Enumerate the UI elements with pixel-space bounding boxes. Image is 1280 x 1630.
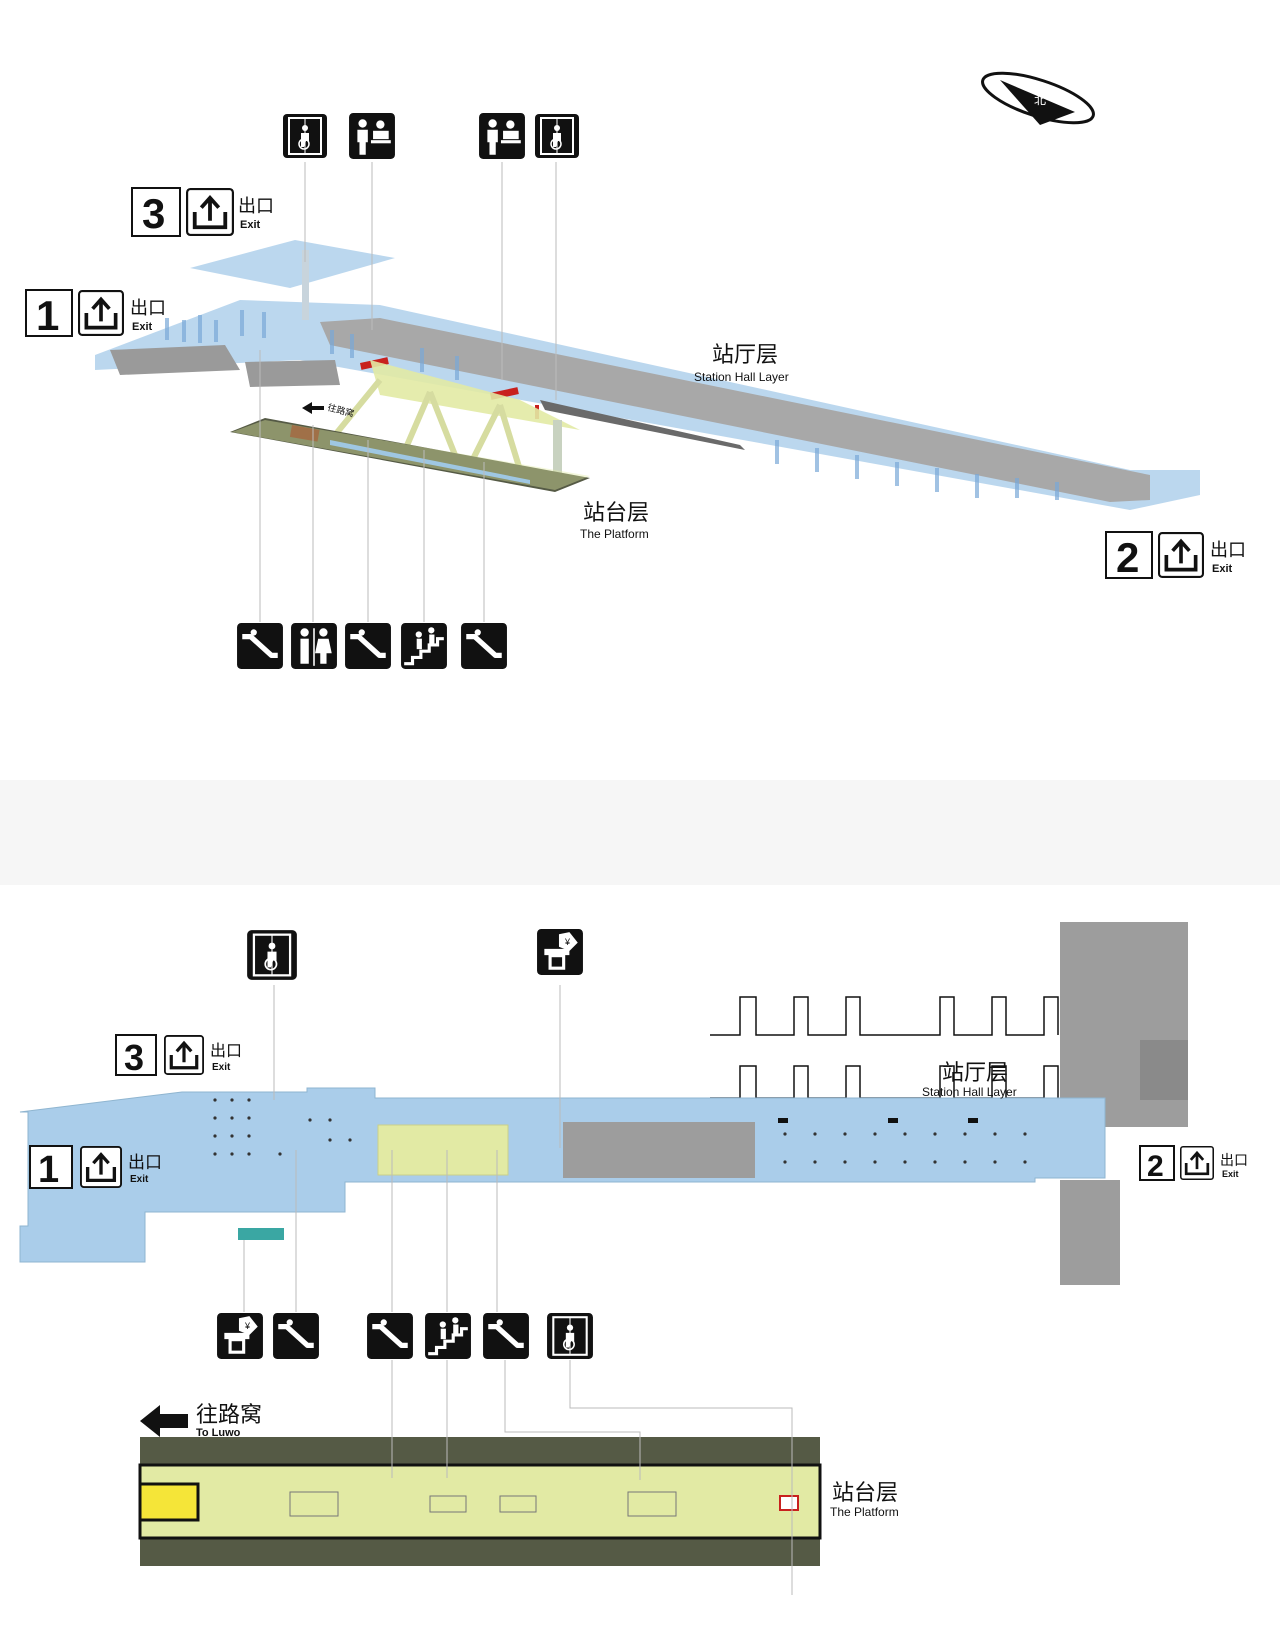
- callout-lines: [259, 162, 557, 622]
- escalator-icon: [237, 623, 283, 669]
- plan-exit-2-sign: 2 出口 Exit: [1139, 1145, 1248, 1183]
- plan-exit-3-sign: 3 出口 Exit: [115, 1034, 242, 1078]
- exit-arrow-icon: [80, 1146, 122, 1188]
- platform-floor: [138, 1437, 822, 1566]
- plan-exit-2-cn: 出口: [1220, 1153, 1248, 1169]
- direction-marker: 往路窝: [302, 401, 355, 420]
- hall-layer-label: 站厅层 Station Hall Layer: [694, 343, 789, 384]
- compass: 北: [981, 71, 1095, 125]
- platform-layer-cn: 站台层: [583, 501, 649, 526]
- ticket-machine-icon: ¥: [217, 1313, 263, 1359]
- elevator-icon: [546, 1312, 594, 1360]
- stairs-icon: [400, 622, 448, 670]
- hall-layer-en: Station Hall Layer: [694, 370, 789, 384]
- service-center-icon: [479, 113, 525, 159]
- plan-exit-1-sign: 1 出口 Exit: [29, 1145, 162, 1191]
- plan-exit-1-en: Exit: [130, 1174, 149, 1185]
- elevator-icon: [246, 928, 298, 982]
- plan-direction-marker: 往路窝 To Luwo: [140, 1403, 262, 1439]
- ticket-symbol: ¥: [244, 1321, 251, 1331]
- elevator-icon: [282, 112, 328, 160]
- elevator-icon: [534, 112, 580, 160]
- exit-3-number: 3: [142, 190, 165, 237]
- plan-exit-3-number: 3: [124, 1037, 144, 1078]
- hall-layer-cn: 站厅层: [712, 343, 778, 368]
- ticket-symbol: ¥: [564, 937, 571, 947]
- plan-platform-layer-cn: 站台层: [832, 1481, 898, 1506]
- section-divider: [0, 780, 1280, 885]
- plan-hall-layer-cn: 站厅层: [942, 1061, 1008, 1086]
- station-hall-floor: [19, 1087, 1106, 1263]
- service-center-icon: [349, 113, 395, 159]
- plan-exit-3-cn: 出口: [210, 1041, 242, 1060]
- plan-exit-1-cn: 出口: [128, 1153, 162, 1173]
- toilet-icon: [290, 622, 338, 670]
- escalator-icon: [461, 623, 507, 669]
- exit-1-en: Exit: [132, 321, 153, 333]
- exit-3-cn: 出口: [238, 196, 274, 217]
- isometric-view-panel: 北: [0, 0, 1280, 780]
- compass-label: 北: [1034, 93, 1046, 107]
- exit-2-cn: 出口: [1210, 540, 1246, 561]
- stairs-icon: [424, 1312, 472, 1360]
- exit-3-en: Exit: [240, 219, 261, 231]
- platform-layer-label: 站台层 The Platform: [580, 501, 649, 541]
- exit-2-en: Exit: [1212, 563, 1233, 575]
- escalator-icon: [367, 1313, 413, 1359]
- escalator-icon: [273, 1313, 319, 1359]
- building-block: [1060, 922, 1188, 1285]
- plan-station-diagram: 站厅层 Station Hall Layer 站台层 The Platform …: [19, 922, 1248, 1595]
- platform-layer-en: The Platform: [580, 527, 649, 541]
- exit-arrow-icon: [164, 1035, 204, 1075]
- ticket-machine-icon: ¥: [537, 929, 583, 975]
- exit-arrow-icon: [1158, 532, 1204, 578]
- plan-exit-2-number: 2: [1147, 1150, 1164, 1183]
- plan-direction-en: To Luwo: [196, 1427, 241, 1439]
- station-hall-model: [95, 240, 1200, 510]
- exit-3-sign: 3 出口 Exit: [131, 187, 274, 237]
- escalator-icon: [483, 1313, 529, 1359]
- escalator-icon: [345, 623, 391, 669]
- exit-2-sign: 2 出口 Exit: [1105, 531, 1246, 581]
- plan-direction-cn: 往路窝: [196, 1403, 262, 1428]
- plan-exit-3-en: Exit: [212, 1062, 231, 1073]
- exit-1-number: 1: [36, 292, 59, 339]
- exit-1-cn: 出口: [130, 298, 166, 319]
- exit-arrow-icon: [1180, 1146, 1214, 1180]
- platform-model: [230, 418, 590, 492]
- plan-exit-2-en: Exit: [1222, 1169, 1239, 1179]
- plan-hall-layer-en: Station Hall Layer: [922, 1085, 1017, 1099]
- exit-1-sign: 1 出口 Exit: [25, 289, 166, 339]
- plan-view-panel: 站厅层 Station Hall Layer 站台层 The Platform …: [0, 885, 1280, 1625]
- exit-arrow-icon: [186, 188, 234, 236]
- plan-exit-1-number: 1: [38, 1149, 59, 1191]
- exit-2-number: 2: [1116, 534, 1139, 581]
- plan-platform-layer-en: The Platform: [830, 1505, 899, 1519]
- isometric-station-diagram: 北: [25, 71, 1246, 670]
- exit-arrow-icon: [78, 290, 124, 336]
- direction-text: 往路窝: [326, 401, 355, 420]
- plan-callout-lines: [243, 985, 793, 1595]
